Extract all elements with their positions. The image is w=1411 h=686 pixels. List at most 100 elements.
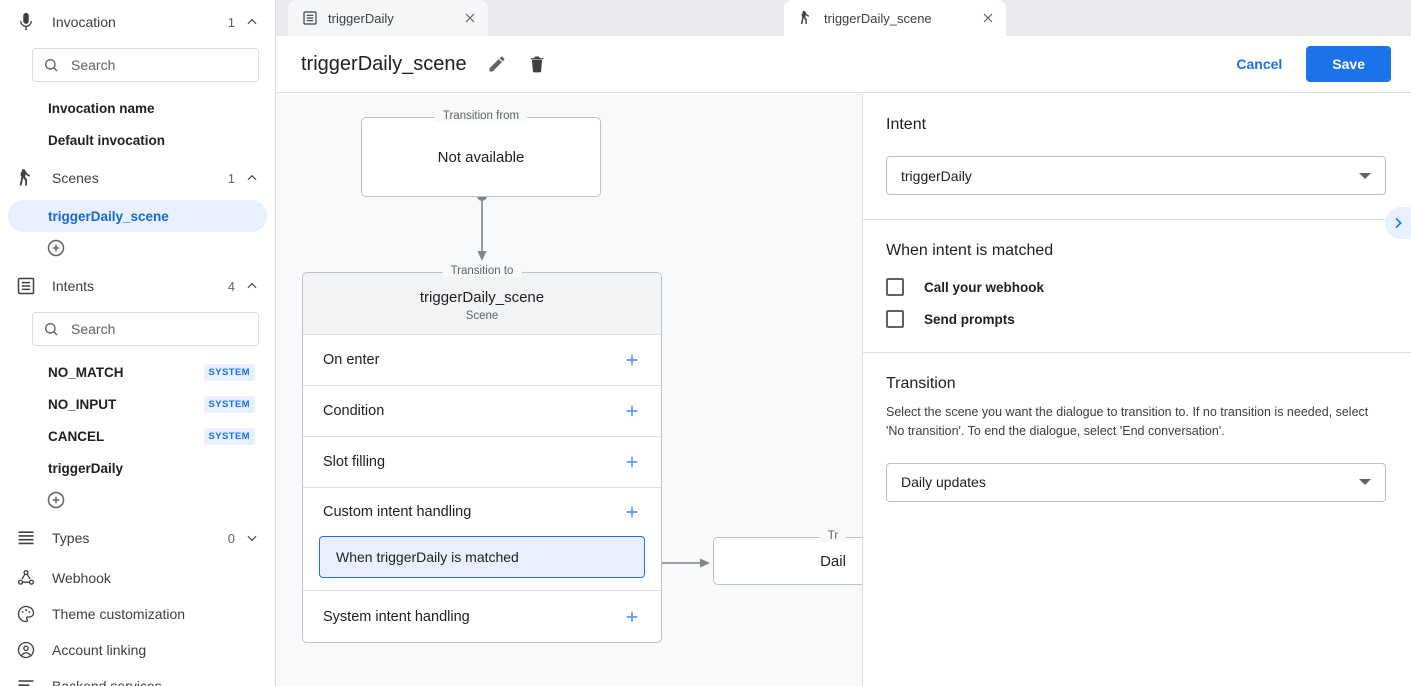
add-icon[interactable]	[623, 453, 641, 471]
search-icon	[45, 323, 58, 336]
microphone-icon	[14, 10, 38, 34]
invocation-search-input[interactable]	[69, 56, 254, 74]
scene-row-condition[interactable]: Condition	[303, 386, 661, 437]
pencil-icon[interactable]	[487, 54, 507, 74]
scene-card-header: triggerDaily_scene Scene	[303, 273, 661, 335]
scene-row-on-enter[interactable]: On enter	[303, 335, 661, 386]
intents-search-box[interactable]	[32, 312, 259, 346]
sidebar-section-types[interactable]: Types 0	[0, 516, 275, 560]
scene-icon	[800, 10, 810, 24]
tab-label: triggerDaily	[328, 10, 394, 26]
status-badge: SYSTEM	[203, 395, 255, 413]
tab-triggerdaily[interactable]: triggerDaily	[288, 0, 488, 36]
chevron-up-icon	[247, 174, 257, 181]
sidebar-section-intents[interactable]: Intents 4	[0, 264, 275, 308]
transition-select-value: Daily updates	[901, 474, 986, 490]
sidebar-item-backend-services[interactable]: Backend services	[0, 668, 275, 686]
collapse-panel-button[interactable]	[1385, 207, 1411, 239]
sidebar: Invocation 1 Invocation name Default inv…	[0, 0, 276, 686]
sidebar-item-label: Invocation name	[48, 100, 155, 116]
scene-row-system-intent-handling[interactable]: System intent handling	[303, 591, 661, 642]
sidebar-item-webhook[interactable]: Webhook	[0, 560, 275, 596]
transition-target-node[interactable]: Tr Dail	[713, 530, 862, 585]
scene-row-label: Custom intent handling	[323, 504, 472, 520]
scenes-icon	[14, 166, 38, 190]
scene-graph-canvas[interactable]: Transition from Not available Transition…	[277, 94, 862, 686]
add-icon[interactable]	[623, 503, 641, 521]
invocation-search-box[interactable]	[32, 48, 259, 82]
checkbox-row-call-your-webhook[interactable]: Call your webhook	[886, 278, 1386, 296]
add-scene-icon[interactable]	[46, 238, 66, 258]
transition-from-node[interactable]: Transition from Not available	[361, 110, 601, 197]
sidebar-section-count: 1	[227, 14, 235, 30]
sidebar-item-label: triggerDaily	[48, 460, 124, 476]
sidebar-item-label: CANCEL	[48, 428, 105, 444]
intent-handler-chip[interactable]: When triggerDaily is matched	[319, 536, 645, 578]
transition-target-legend: Tr	[819, 530, 847, 542]
tab-bar: triggerDaily triggerDaily_scene	[276, 0, 1411, 36]
sidebar-item-label: triggerDaily_scene	[48, 208, 169, 224]
scene-row-slot-filling[interactable]: Slot filling	[303, 437, 661, 488]
sidebar-item-triggerdaily-scene[interactable]: triggerDaily_scene	[8, 200, 267, 232]
sidebar-section-count: 1	[227, 170, 235, 186]
sidebar-item-invocation-name[interactable]: Invocation name	[8, 92, 267, 124]
add-intent-row	[0, 484, 275, 516]
sidebar-item-label: Theme customization	[52, 606, 186, 622]
transition-section: Transition Select the scene you want the…	[863, 353, 1411, 526]
types-icon	[14, 526, 38, 550]
checkbox-send-prompts[interactable]	[886, 310, 904, 328]
scene-row-label: System intent handling	[323, 608, 470, 625]
sidebar-item-label: Backend services	[52, 678, 162, 686]
sidebar-item-label: Account linking	[52, 642, 147, 658]
transition-select[interactable]: Daily updates	[886, 462, 1386, 502]
sidebar-section-label: Invocation	[52, 14, 116, 30]
checkbox-label: Send prompts	[924, 311, 1015, 327]
sidebar-section-scenes[interactable]: Scenes 1	[0, 156, 275, 200]
sidebar-section-count: 0	[227, 530, 235, 546]
scene-row-label: Condition	[323, 403, 385, 419]
transition-target-value: Dail	[820, 552, 846, 570]
intents-search-input[interactable]	[69, 320, 254, 338]
sidebar-item-no-match[interactable]: NO_MATCH SYSTEM	[8, 356, 267, 388]
intent-select[interactable]: triggerDaily	[886, 156, 1386, 195]
intent-icon	[303, 11, 317, 25]
scene-row-custom-intent-handling[interactable]: Custom intent handling	[303, 488, 661, 536]
sidebar-item-default-invocation[interactable]: Default invocation	[8, 124, 267, 156]
sidebar-section-label: Intents	[52, 278, 95, 294]
invocation-search-wrap	[0, 44, 275, 92]
add-icon[interactable]	[623, 402, 641, 420]
scene-row-label: Slot filling	[323, 454, 386, 470]
sidebar-item-triggerdaily[interactable]: triggerDaily	[8, 452, 267, 484]
add-scene-row	[0, 232, 275, 264]
sidebar-section-invocation[interactable]: Invocation 1	[0, 0, 275, 44]
sidebar-item-no-input[interactable]: NO_INPUT SYSTEM	[8, 388, 267, 420]
intents-icon	[14, 274, 38, 298]
close-icon[interactable]	[462, 10, 478, 26]
sidebar-item-label: Webhook	[52, 570, 111, 586]
intent-section: Intent triggerDaily	[863, 94, 1411, 220]
sidebar-item-account-linking[interactable]: Account linking	[0, 632, 275, 668]
sidebar-section-count: 4	[227, 278, 235, 294]
trash-icon[interactable]	[527, 54, 547, 74]
transition-heading: Transition	[886, 375, 956, 392]
checkbox-label: Call your webhook	[924, 279, 1045, 295]
close-icon[interactable]	[980, 10, 996, 26]
checkbox-row-send-prompts[interactable]: Send prompts	[886, 310, 1386, 328]
sidebar-item-label: Default invocation	[48, 132, 166, 148]
save-button[interactable]: Save	[1306, 46, 1391, 82]
tab-label: triggerDaily_scene	[824, 10, 932, 26]
page-title: triggerDaily_scene	[301, 52, 467, 75]
sidebar-item-cancel[interactable]: CANCEL SYSTEM	[8, 420, 267, 452]
tab-triggerdaily-scene[interactable]: triggerDaily_scene	[784, 0, 1006, 36]
when-intent-matched-section: When intent is matched Call your webhook…	[863, 220, 1411, 353]
transition-from-value: Not available	[437, 148, 525, 166]
when-intent-matched-heading: When intent is matched	[886, 242, 1054, 259]
add-icon[interactable]	[623, 351, 641, 369]
sidebar-item-theme-customization[interactable]: Theme customization	[0, 596, 275, 632]
page-header: triggerDaily_scene Cancel Save	[276, 36, 1411, 93]
add-intent-icon[interactable]	[46, 490, 66, 510]
transition-to-legend: Transition to	[442, 265, 522, 277]
add-icon[interactable]	[623, 608, 641, 626]
cancel-button[interactable]: Cancel	[1224, 48, 1294, 80]
checkbox-call-your-webhook[interactable]	[886, 278, 904, 296]
